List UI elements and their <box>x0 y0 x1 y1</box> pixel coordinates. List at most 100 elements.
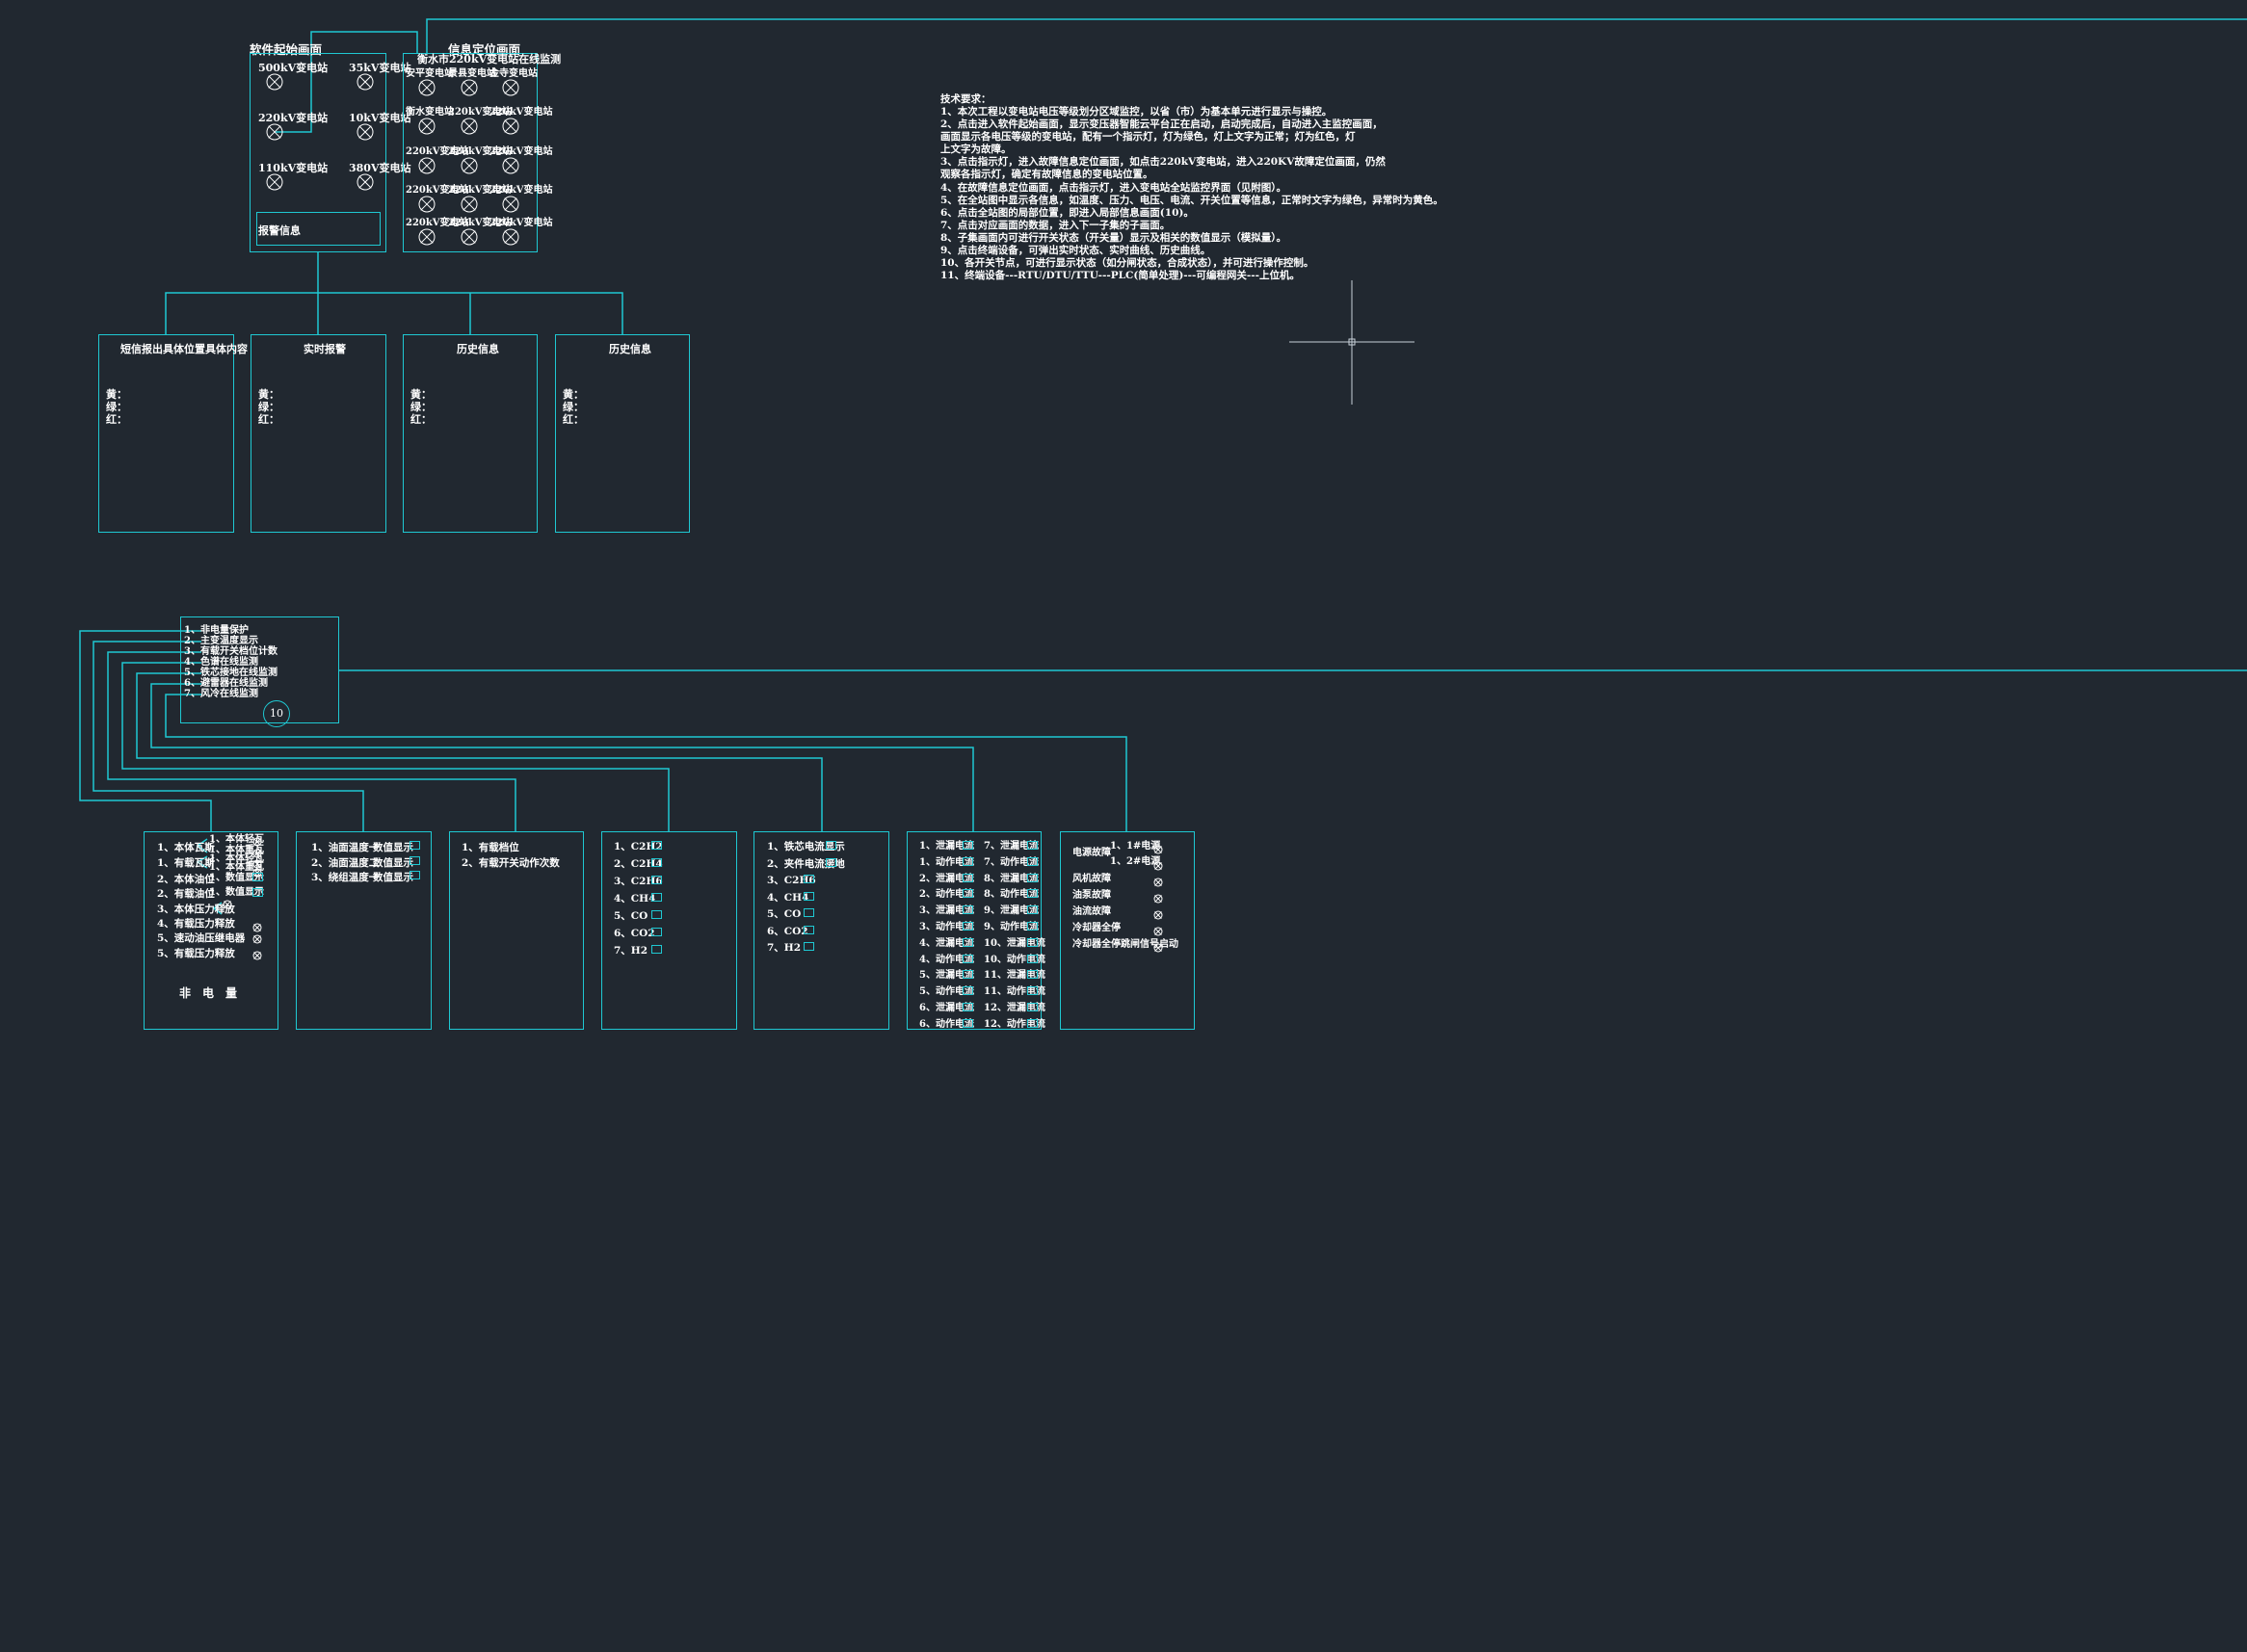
menu-item[interactable]: 7、风冷在线监测 <box>184 689 258 699</box>
status-lamp-icon[interactable] <box>1153 922 1163 936</box>
realtime-red: 红： <box>258 413 279 426</box>
locate-station-lamp-icon[interactable] <box>418 228 436 246</box>
status-lamp-icon[interactable] <box>223 895 232 909</box>
station-label-110kv: 110kV变电站 <box>258 162 329 174</box>
value-display-box[interactable] <box>804 875 814 883</box>
station-lamp-icon[interactable] <box>357 73 374 91</box>
locate-station-lamp-icon[interactable] <box>461 118 478 135</box>
station-lamp-icon[interactable] <box>357 123 374 141</box>
value-display-box[interactable] <box>804 925 814 934</box>
value-display-box[interactable] <box>1027 905 1038 915</box>
status-lamp-icon[interactable] <box>252 930 262 944</box>
alarm-info-box[interactable] <box>256 212 381 246</box>
status-lamp-icon[interactable] <box>252 863 262 878</box>
value-display-box[interactable] <box>651 928 662 936</box>
value-display-box[interactable] <box>651 858 662 867</box>
value-display-box[interactable] <box>826 841 836 850</box>
core-ground-panel <box>753 831 889 1030</box>
value-display-box[interactable] <box>804 908 814 917</box>
locate-station-label: 安平变电站 <box>406 68 454 79</box>
value-display-box[interactable] <box>252 888 263 897</box>
status-lamp-icon[interactable] <box>1153 840 1163 854</box>
station-lamp-icon[interactable] <box>266 73 283 91</box>
value-display-box[interactable] <box>963 954 973 963</box>
value-display-box[interactable] <box>1027 986 1038 996</box>
value-display-box[interactable] <box>963 1018 973 1028</box>
value-display-box[interactable] <box>963 970 973 980</box>
locate-station-lamp-icon[interactable] <box>418 196 436 213</box>
arrester-current-item: 1、动作电流 <box>919 856 974 868</box>
value-display-box[interactable] <box>651 945 662 954</box>
value-display-box[interactable] <box>651 893 662 902</box>
value-display-box[interactable] <box>1027 1018 1038 1028</box>
menu-item[interactable]: 3、有载开关档位计数 <box>184 646 278 657</box>
status-lamp-icon[interactable] <box>1153 938 1163 953</box>
arrester-current-item: 3、动作电流 <box>919 922 974 932</box>
locate-station-lamp-icon[interactable] <box>461 228 478 246</box>
value-display-box[interactable] <box>252 873 263 881</box>
locate-station-lamp-icon[interactable] <box>418 118 436 135</box>
value-display-box[interactable] <box>963 873 973 882</box>
status-lamp-icon[interactable] <box>1153 856 1163 871</box>
locate-station-lamp-icon[interactable] <box>461 196 478 213</box>
locate-station-lamp-icon[interactable] <box>502 228 519 246</box>
status-lamp-icon[interactable] <box>252 918 262 932</box>
status-lamp-icon[interactable] <box>252 854 262 869</box>
status-lamp-icon[interactable] <box>1153 889 1163 904</box>
sms-alert-panel <box>98 334 234 533</box>
value-display-box[interactable] <box>1027 970 1038 980</box>
value-display-box[interactable] <box>651 841 662 850</box>
locate-station-lamp-icon[interactable] <box>502 118 519 135</box>
status-lamp-icon[interactable] <box>1153 873 1163 887</box>
value-display-box[interactable] <box>963 1003 973 1011</box>
value-display-box[interactable] <box>963 889 973 899</box>
value-display-box[interactable] <box>804 942 814 951</box>
value-display-box[interactable] <box>410 841 420 850</box>
station-lamp-icon[interactable] <box>357 173 374 191</box>
value-display-box[interactable] <box>1027 1003 1038 1011</box>
value-display-box[interactable] <box>651 910 662 919</box>
value-display-box[interactable] <box>963 986 973 996</box>
value-display-box[interactable] <box>1027 954 1038 963</box>
value-display-box[interactable] <box>1027 922 1038 931</box>
gas-item: 1、C2H2 <box>614 841 663 852</box>
value-display-box[interactable] <box>963 841 973 850</box>
value-display-box[interactable] <box>963 905 973 915</box>
value-display-box[interactable] <box>1027 841 1038 850</box>
station-lamp-icon[interactable] <box>266 123 283 141</box>
arrester-current-item: 2、动作电流 <box>919 889 974 901</box>
status-lamp-icon[interactable] <box>1153 905 1163 920</box>
value-display-box[interactable] <box>963 922 973 931</box>
menu-item[interactable]: 1、非电量保护 <box>184 625 249 636</box>
status-lamp-icon[interactable] <box>252 832 262 847</box>
start-screen-panel <box>250 53 386 252</box>
arrester-current-item: 11、泄漏电流 <box>984 970 1045 982</box>
locate-station-lamp-icon[interactable] <box>502 79 519 96</box>
value-display-box[interactable] <box>1027 873 1038 882</box>
status-lamp-icon[interactable] <box>252 844 262 858</box>
value-display-box[interactable] <box>1027 889 1038 899</box>
value-display-box[interactable] <box>963 856 973 866</box>
value-display-box[interactable] <box>1027 937 1038 947</box>
value-display-box[interactable] <box>1027 856 1038 866</box>
value-display-box[interactable] <box>804 891 814 901</box>
locate-station-lamp-icon[interactable] <box>461 157 478 174</box>
value-display-box[interactable] <box>410 871 420 879</box>
locate-station-lamp-icon[interactable] <box>461 79 478 96</box>
locate-station-lamp-icon[interactable] <box>502 157 519 174</box>
locate-station-lamp-icon[interactable] <box>418 79 436 96</box>
value-display-box[interactable] <box>651 876 662 884</box>
value-display-box[interactable] <box>963 937 973 947</box>
station-lamp-icon[interactable] <box>266 173 283 191</box>
tech-line: 8、子集画面内可进行开关状态（开关量）显示及相关的数值显示（模拟量）。 <box>940 231 1287 244</box>
locate-station-lamp-icon[interactable] <box>502 196 519 213</box>
menu-item[interactable]: 5、铁芯接地在线监测 <box>184 668 278 678</box>
locate-station-lamp-icon[interactable] <box>418 157 436 174</box>
menu-item[interactable]: 6、避雷器在线监测 <box>184 678 268 689</box>
value-display-box[interactable] <box>826 857 836 867</box>
value-display-box[interactable] <box>410 856 420 865</box>
status-lamp-icon[interactable] <box>252 946 262 960</box>
menu-item[interactable]: 2、主变温度显示 <box>184 636 258 646</box>
arrester-current-item: 5、泄漏电流 <box>919 970 974 982</box>
menu-item[interactable]: 4、色谱在线监测 <box>184 657 258 668</box>
